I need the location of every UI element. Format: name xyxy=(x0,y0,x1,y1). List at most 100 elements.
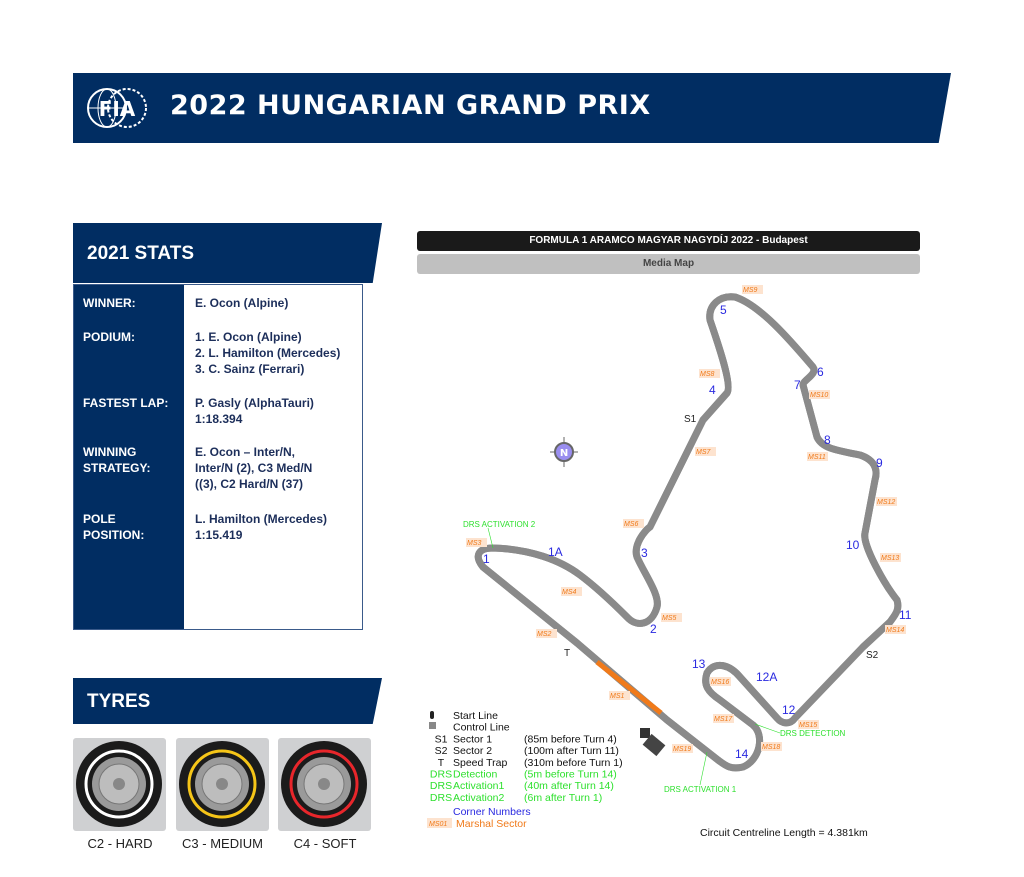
marshal-tag xyxy=(809,390,830,399)
legend-name: Speed Trap xyxy=(453,757,507,769)
stats-table: WINNER: E. Ocon (Alpine) PODIUM: 1. E. O… xyxy=(73,284,363,630)
stat-label: FASTEST LAP: xyxy=(83,396,169,410)
drs-labels: DRS ACTIVATION 2 DRS DETECTION DRS ACTIV… xyxy=(463,520,846,794)
sector-markers: S1 S2 T xyxy=(564,414,879,661)
marshal-sector-label: MS19 xyxy=(673,746,691,753)
tyre-image xyxy=(175,738,269,831)
stat-label: WINNING STRATEGY: xyxy=(83,445,151,475)
tyre-image xyxy=(278,738,371,831)
map-subtitle-bar: Media Map xyxy=(417,254,920,274)
corner-number: 14 xyxy=(735,747,749,761)
marshal-tag xyxy=(880,553,901,562)
marshal-tag xyxy=(609,691,630,700)
stats-header: 2021 STATS xyxy=(73,223,382,283)
legend-symbol: DRS xyxy=(430,769,452,781)
tyre-image xyxy=(73,738,166,831)
corner-number: 10 xyxy=(846,538,860,552)
marshal-sector-label: MS18 xyxy=(762,744,780,751)
marshal-sector-label: MS13 xyxy=(881,555,899,562)
marshal-sector-label: MS17 xyxy=(714,716,733,723)
corner-number: 12 xyxy=(782,703,796,717)
legend-ms-tag: MS01 xyxy=(429,821,447,828)
corner-number: 6 xyxy=(817,365,824,379)
svg-text:N: N xyxy=(560,448,568,459)
marshal-sector-label: MS2 xyxy=(537,631,552,638)
legend-note: (100m after Turn 11) xyxy=(524,745,619,757)
legend-symbol: T xyxy=(438,757,445,769)
marshal-sector-label: MS14 xyxy=(886,627,904,634)
marshal-sector-label: MS6 xyxy=(624,521,639,528)
map-title-bar: FORMULA 1 ARAMCO MAGYAR NAGYDÍJ 2022 - B… xyxy=(417,231,920,251)
legend-note: (6m after Turn 1) xyxy=(524,792,602,804)
legend-name: Control Line xyxy=(453,722,510,734)
corner-number: 13 xyxy=(692,657,706,671)
fia-logo: FIA xyxy=(87,88,147,128)
marshal-tag xyxy=(623,519,644,528)
legend-note: (310m before Turn 1) xyxy=(524,757,623,769)
marshal-tag xyxy=(536,629,557,638)
title-banner: FIA 2022 HUNGARIAN GRAND PRIX xyxy=(73,73,951,143)
marshal-tag xyxy=(672,744,693,753)
legend-corner-numbers: Corner Numbers xyxy=(453,806,531,818)
marshal-sector-label: MS15 xyxy=(799,722,817,729)
svg-text:FIA: FIA xyxy=(99,97,136,121)
marshal-tag xyxy=(807,452,828,461)
stat-label: WINNER: xyxy=(83,296,136,310)
start-car-icon xyxy=(640,728,666,757)
marshal-tag xyxy=(466,538,487,547)
legend-name: Sector 2 xyxy=(453,745,492,757)
legend-name: Activation2 xyxy=(453,792,505,804)
corner-number: 8 xyxy=(824,433,831,447)
page-title: 2022 HUNGARIAN GRAND PRIX xyxy=(170,90,651,121)
corner-number: 4 xyxy=(709,383,716,397)
drs-detection-label: DRS DETECTION xyxy=(780,729,846,738)
marshal-sector-label: MS12 xyxy=(877,499,895,506)
track xyxy=(478,297,898,768)
circuit-length: Circuit Centreline Length = 4.381km xyxy=(700,827,868,839)
tyre-label: C3 - MEDIUM xyxy=(182,836,263,851)
legend-symbol: DRS xyxy=(430,792,452,804)
tyres-header: TYRES xyxy=(73,678,382,724)
marshal-tag xyxy=(561,587,582,596)
marshal-tag xyxy=(713,714,734,723)
corner-number: 1 xyxy=(483,552,490,566)
legend-name: Start Line xyxy=(453,710,498,722)
corner-number: 1A xyxy=(548,545,563,559)
marshal-tag xyxy=(761,742,782,751)
stat-value: E. Ocon (Alpine) xyxy=(195,296,289,310)
marshal-tag xyxy=(695,447,716,456)
start-line-icon xyxy=(430,711,434,719)
legend-name: Sector 1 xyxy=(453,733,492,745)
legend-name: Detection xyxy=(453,769,498,781)
marshal-tag xyxy=(699,369,720,378)
marshal-sector-label: MS10 xyxy=(810,392,828,399)
tyre-label: C4 - SOFT xyxy=(293,836,357,851)
marshal-tag xyxy=(798,720,819,729)
drs-activation1-label: DRS ACTIVATION 1 xyxy=(664,785,737,794)
marshal-sector-label: MS16 xyxy=(711,679,729,686)
north-compass: N xyxy=(550,437,578,467)
control-line-icon xyxy=(429,722,436,729)
legend-symbol: DRS xyxy=(430,780,452,792)
marshal-sector-label: MS8 xyxy=(700,371,715,378)
legend-note: (5m before Turn 14) xyxy=(524,769,617,781)
marshal-tag xyxy=(885,625,906,634)
marshal-sector-label: MS7 xyxy=(696,449,712,456)
marshal-tag xyxy=(742,285,763,294)
stats-label-column xyxy=(74,285,184,629)
marshal-sector-label: MS3 xyxy=(467,540,482,547)
s2-marker: S2 xyxy=(866,650,879,661)
tyres-title: TYRES xyxy=(87,691,151,712)
marshal-tag xyxy=(876,497,897,506)
legend-name: Activation1 xyxy=(453,780,505,792)
marshal-tag xyxy=(661,613,682,622)
marshal-sector-label: MS5 xyxy=(662,615,677,622)
marshal-sector-label: MS9 xyxy=(743,287,758,294)
stat-label: PODIUM: xyxy=(83,330,135,344)
stat-value: 1. E. Ocon (Alpine) 2. L. Hamilton (Merc… xyxy=(195,330,341,376)
legend-symbol: S1 xyxy=(435,733,448,745)
marshal-sector-label: MS11 xyxy=(808,454,826,461)
marshal-sector-label: MS1 xyxy=(610,693,625,700)
